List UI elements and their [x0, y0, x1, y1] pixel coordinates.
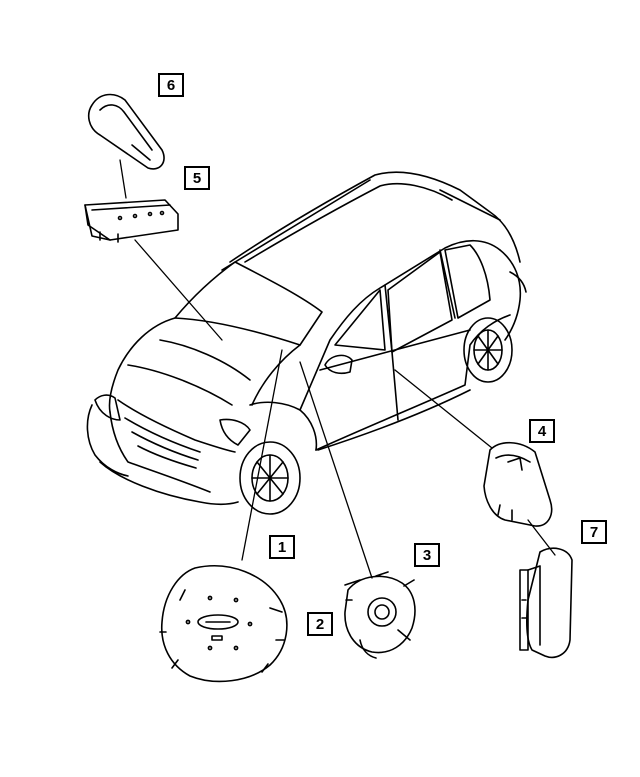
side-curtain-airbag-icon [483, 441, 553, 527]
vehicle-drawing [86, 171, 527, 515]
callout-2: 2 [307, 612, 333, 636]
callout-6: 6 [158, 73, 184, 97]
clockspring-icon [344, 571, 416, 659]
leader-lines [119, 159, 556, 579]
seat-airbag-icon [519, 547, 573, 659]
knee-blocker-icon [87, 93, 165, 170]
passenger-airbag-icon [84, 199, 179, 243]
callout-4: 4 [529, 419, 555, 443]
steering-wheel-airbag-icon [159, 565, 288, 683]
callout-7: 7 [581, 520, 607, 544]
callout-1: 1 [269, 535, 295, 559]
callout-3: 3 [414, 543, 440, 567]
callout-5: 5 [184, 166, 210, 190]
